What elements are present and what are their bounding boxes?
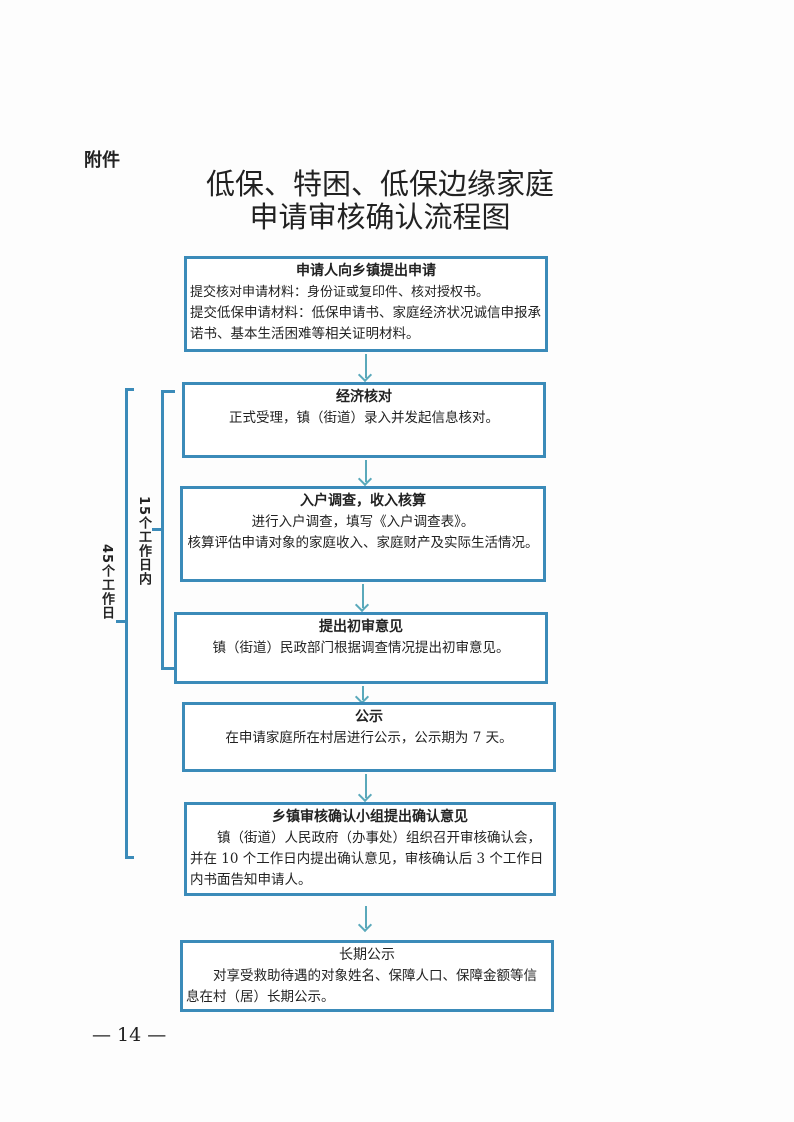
step-economic-check: 经济核对 正式受理，镇（街道）录入并发起信息核对。 bbox=[182, 382, 546, 458]
arrow-down-icon bbox=[365, 354, 367, 378]
step-preliminary-review: 提出初审意见 镇（街道）民政部门根据调查情况提出初审意见。 bbox=[174, 612, 548, 684]
bracket-45-days bbox=[125, 388, 128, 858]
step-text: 核算评估申请对象的家庭收入、家庭财产及实际生活情况。 bbox=[187, 535, 539, 551]
step-text: 进行入户调查，填写《入户调查表》。 bbox=[251, 514, 475, 530]
bracket-tick bbox=[161, 390, 175, 393]
step-home-visit: 入户调查，收入核算 进行入户调查，填写《入户调查表》。 核算评估申请对象的家庭收… bbox=[180, 486, 546, 582]
page-number: — 14 — bbox=[92, 1024, 167, 1046]
step-title: 乡镇审核确认小组提出确认意见 bbox=[272, 809, 468, 825]
step-text: 正式受理，镇（街道）录入并发起信息核对。 bbox=[229, 410, 499, 426]
bracket-tick bbox=[116, 620, 126, 623]
step-application: 申请人向乡镇提出申请 提交核对申请材料：身份证或复印件、核对授权书。 提交低保申… bbox=[184, 256, 548, 352]
arrow-down-icon bbox=[365, 460, 367, 482]
step-long-term-notice: 长期公示 对享受救助待遇的对象姓名、保障人口、保障金额等信息在村（居）长期公示。 bbox=[180, 940, 554, 1012]
bracket-tick bbox=[161, 667, 175, 670]
step-text: 提交低保申请材料：低保申请书、家庭经济状况诚信申报承诺书、基本生活困难等相关证明… bbox=[190, 305, 541, 342]
title-line-1: 低保、特困、低保边缘家庭 bbox=[205, 167, 554, 201]
step-title: 入户调查，收入核算 bbox=[300, 493, 426, 509]
step-title: 提出初审意见 bbox=[319, 619, 403, 635]
step-text: 在申请家庭所在村居进行公示，公示期为 7 天。 bbox=[225, 730, 513, 746]
bracket-label-15-days: 15个工作日内 bbox=[136, 496, 151, 587]
step-title: 经济核对 bbox=[336, 389, 392, 405]
title-line-2: 申请审核确认流程图 bbox=[249, 200, 511, 234]
step-title: 长期公示 bbox=[339, 947, 395, 963]
step-public-notice: 公示 在申请家庭所在村居进行公示，公示期为 7 天。 bbox=[182, 702, 556, 772]
step-text: 提交核对申请材料：身份证或复印件、核对授权书。 bbox=[190, 285, 490, 300]
attachment-label: 附件 bbox=[84, 150, 120, 171]
step-text: 镇（街道）人民政府（办事处）组织召开审核确认会，并在 10 个工作日内提出确认意… bbox=[190, 830, 544, 888]
arrow-down-icon bbox=[362, 584, 364, 608]
arrow-down-icon bbox=[362, 686, 364, 700]
bracket-tick bbox=[152, 528, 162, 531]
step-title: 申请人向乡镇提出申请 bbox=[296, 263, 436, 279]
arrow-down-icon bbox=[365, 774, 367, 798]
arrow-down-icon bbox=[365, 906, 367, 928]
bracket-tick bbox=[125, 388, 134, 391]
bracket-label-45-days: 45个工作日 bbox=[99, 544, 114, 621]
step-text: 对享受救助待遇的对象姓名、保障人口、保障金额等信息在村（居）长期公示。 bbox=[186, 968, 537, 1005]
step-text: 镇（街道）民政部门根据调查情况提出初审意见。 bbox=[212, 640, 510, 656]
bracket-15-days bbox=[161, 390, 164, 670]
page-title: 低保、特困、低保边缘家庭 申请审核确认流程图 bbox=[0, 168, 760, 234]
step-confirmation: 乡镇审核确认小组提出确认意见 镇（街道）人民政府（办事处）组织召开审核确认会，并… bbox=[184, 802, 556, 896]
step-title: 公示 bbox=[355, 709, 383, 725]
bracket-tick bbox=[125, 856, 134, 859]
